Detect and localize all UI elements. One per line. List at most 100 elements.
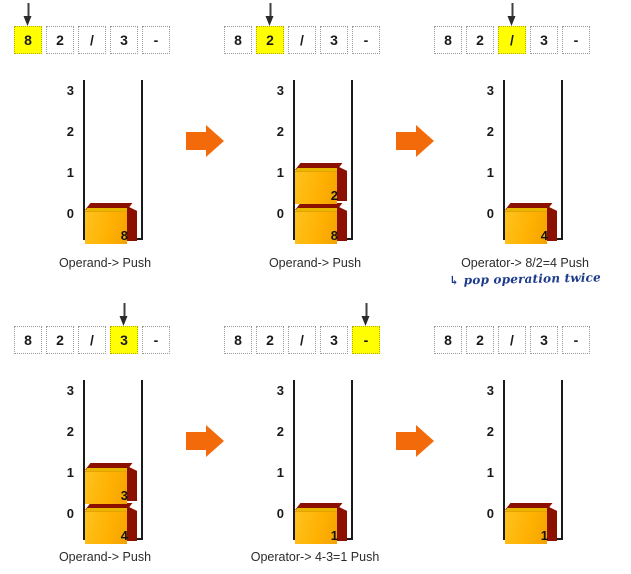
token-cell-3[interactable]: 3 (110, 303, 138, 354)
token-cell-0[interactable]: 8 (434, 326, 462, 354)
axis-label-3: 3 (66, 383, 74, 398)
token-label: - (153, 32, 159, 48)
stack-rail-right (351, 380, 353, 540)
crate-value-label: 8 (120, 228, 128, 243)
crate-front (295, 211, 337, 244)
token-cell-2[interactable]: / (288, 26, 316, 54)
stack-rail-right (141, 380, 143, 540)
token-cell-3[interactable]: 3 (320, 26, 348, 54)
token-cell-1[interactable]: 2 (466, 26, 494, 54)
token-label: 8 (444, 332, 452, 348)
token-cell-0[interactable]: 8 (224, 326, 252, 354)
token-cell-2[interactable]: / (288, 326, 316, 354)
pointer-shaft (27, 3, 29, 18)
token-cell-3[interactable]: 3 (530, 326, 558, 354)
token-label: / (300, 332, 304, 348)
token-cell-0[interactable]: 8 (14, 326, 42, 354)
pointer-shaft (511, 3, 513, 18)
stack-crate: 8 (85, 203, 137, 244)
token-label: / (510, 332, 514, 348)
axis-label-0: 0 (66, 206, 74, 221)
arrow-tip (206, 125, 224, 157)
flow-arrow-right-icon (186, 125, 224, 157)
axis-label-0: 0 (486, 506, 494, 521)
axis-label-2: 2 (486, 124, 494, 139)
token-cell-4[interactable]: - (562, 326, 590, 354)
axis-label-2: 2 (486, 424, 494, 439)
token-label: / (90, 332, 94, 348)
flow-arrow-right-icon (186, 425, 224, 457)
step-caption: Operator-> 8/2=4 Push (461, 256, 589, 270)
token-cell-4[interactable]: - (142, 326, 170, 354)
crate-value-label: 1 (540, 528, 548, 543)
token-cell-2[interactable]: / (498, 326, 526, 354)
stack-rail-left (293, 380, 295, 540)
token-label: 3 (540, 332, 548, 348)
token-cell-3[interactable]: 3 (530, 26, 558, 54)
step-caption: Operand-> Push (58, 550, 152, 564)
token-label: 8 (234, 32, 242, 48)
crate-value-label: 3 (120, 488, 128, 503)
stack-axis: 3 2 1 0 (52, 380, 74, 545)
token-label: - (363, 32, 369, 48)
token-cell-1[interactable]: 2 (46, 26, 74, 54)
crate-value-label: 4 (540, 228, 548, 243)
pointer-head (119, 316, 128, 326)
stack-items: 1 (295, 503, 351, 544)
token-cell-1[interactable]: 2 (256, 326, 284, 354)
handwritten-note (0, 570, 210, 574)
crate-side (547, 206, 557, 241)
token-cell-2[interactable]: / (78, 326, 106, 354)
token-label: - (363, 332, 369, 348)
handwritten-note (210, 270, 420, 274)
token-cell-4[interactable]: - (142, 26, 170, 54)
crate-value-label: 8 (330, 228, 338, 243)
pointer-shaft (365, 303, 367, 318)
axis-label-2: 2 (276, 124, 284, 139)
crate-front (295, 171, 337, 204)
axis-label-0: 0 (276, 506, 284, 521)
token-label: / (300, 32, 304, 48)
token-cell-1[interactable]: 2 (46, 326, 74, 354)
token-cell-2[interactable]: / (498, 3, 526, 54)
pointer-head (507, 16, 516, 26)
token-cell-3[interactable]: 3 (110, 26, 138, 54)
token-cell-1[interactable]: 2 (466, 326, 494, 354)
token-cell-0[interactable]: 8 (224, 26, 252, 54)
crate-front (505, 511, 547, 544)
crate-front (85, 471, 127, 504)
stack-axis: 3 2 1 0 (262, 80, 284, 245)
token-cell-4[interactable]: - (352, 303, 380, 354)
axis-label-2: 2 (276, 424, 284, 439)
token-cell-2[interactable]: / (78, 26, 106, 54)
axis-label-1: 1 (486, 465, 494, 480)
token-label: 8 (444, 32, 452, 48)
stack-rail-left (503, 380, 505, 540)
stack-items: 4 (505, 203, 561, 244)
step-caption: Operand-> Push (58, 256, 152, 270)
crate-side (127, 506, 137, 541)
token-cell-1[interactable]: 2 (256, 3, 284, 54)
stack-axis: 3 2 1 0 (52, 80, 74, 245)
step-caption: Operator-> 4-3=1 Push (250, 550, 380, 564)
token-cell-0[interactable]: 8 (14, 3, 42, 54)
token-cell-0[interactable]: 8 (434, 26, 462, 54)
pointer-head (361, 316, 370, 326)
token-label: 3 (330, 332, 338, 348)
token-cell-4[interactable]: - (562, 26, 590, 54)
stack-axis: 3 2 1 0 (472, 380, 494, 545)
stack-diagram: 3 2 1 0 8 (52, 80, 162, 245)
token-cell-4[interactable]: - (352, 26, 380, 54)
token-label: 8 (234, 332, 242, 348)
axis-label-3: 3 (486, 83, 494, 98)
arrow-tip (416, 425, 434, 457)
token-label: / (90, 32, 94, 48)
token-cell-3[interactable]: 3 (320, 326, 348, 354)
stack-axis: 3 2 1 0 (472, 80, 494, 245)
